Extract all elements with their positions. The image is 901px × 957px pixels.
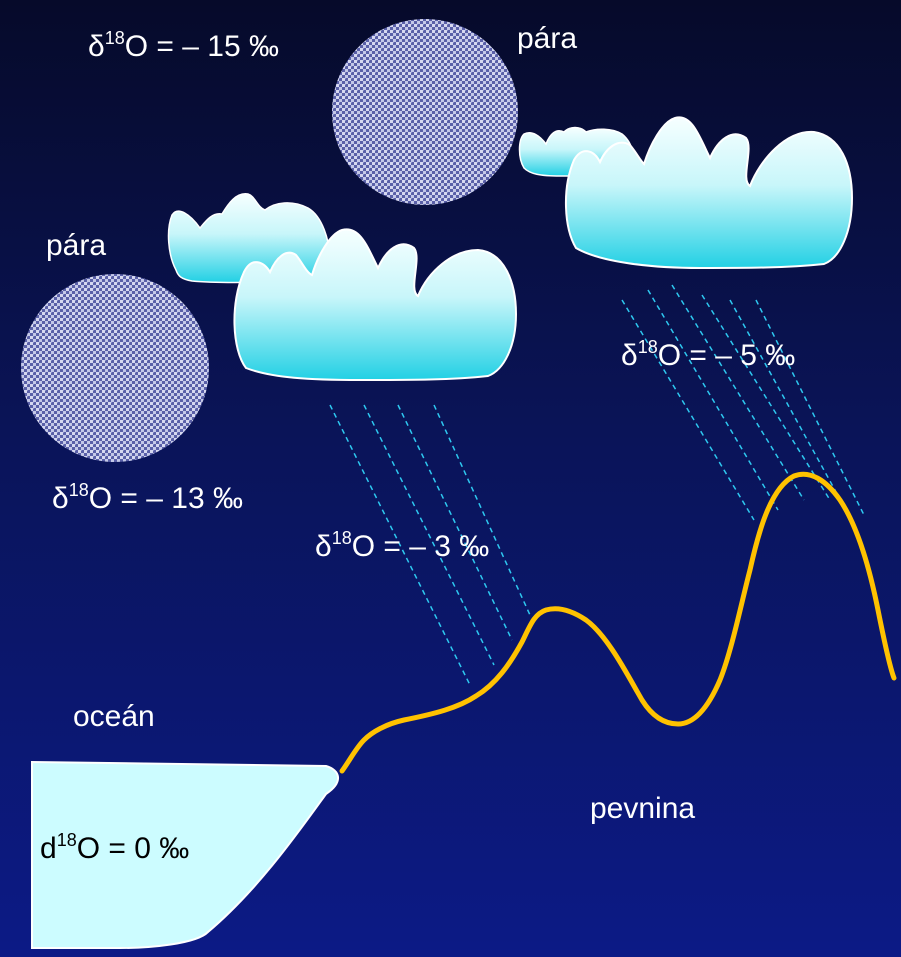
- terrain-line: [339, 471, 897, 774]
- ocean-isotope-label: d18O = 0 ‰: [40, 830, 190, 865]
- vapor-circle-left: [21, 274, 209, 462]
- cloud-right-big: [565, 116, 854, 270]
- vapor-top-name-label: pára: [517, 22, 578, 55]
- cloud-left-big: [233, 228, 518, 382]
- rain-middle-isotope-label: δ18O = – 3 ‰: [315, 528, 490, 563]
- rain-right: [621, 284, 865, 521]
- ocean-shape: [31, 760, 339, 949]
- rain-right-isotope-label: δ18O = – 5 ‰: [621, 337, 796, 372]
- vapor-top-isotope-label: δ18O = – 15 ‰: [88, 28, 279, 63]
- rain-middle: [329, 404, 531, 686]
- land-name-label: pevnina: [590, 792, 696, 825]
- vapor-circle-top: [332, 19, 518, 205]
- vapor-left-isotope-label: δ18O = – 13 ‰: [52, 480, 243, 515]
- vapor-left-name-label: pára: [46, 229, 107, 262]
- ocean-name-label: oceán: [73, 700, 155, 733]
